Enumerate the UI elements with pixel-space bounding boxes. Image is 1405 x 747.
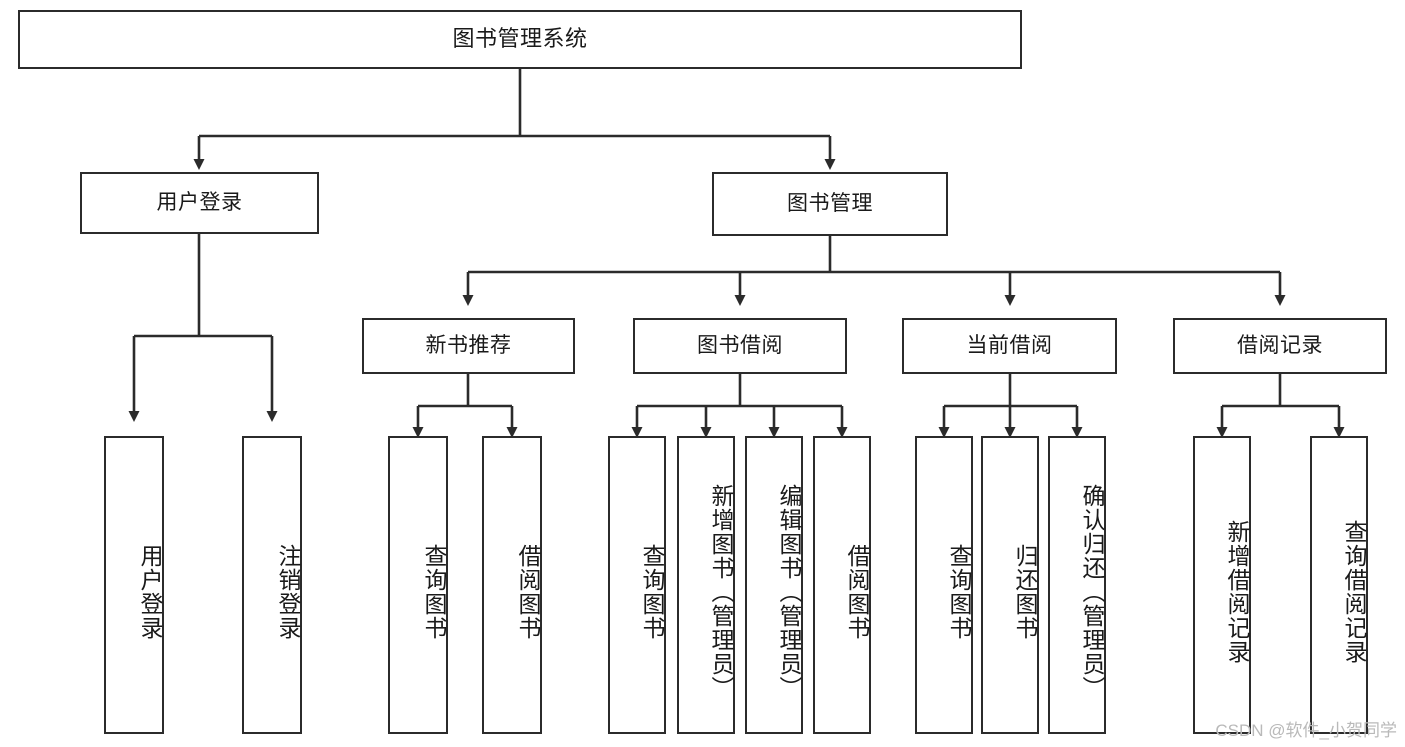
node-new-book-rec[interactable]: 新书推荐	[362, 318, 575, 374]
leaf-query-book-2-label: 查询图书	[639, 544, 665, 640]
leaf-query-book-1-label: 查询图书	[421, 544, 447, 640]
leaf-return-book-label: 归还图书	[1012, 544, 1038, 640]
node-book-manage[interactable]: 图书管理	[712, 172, 948, 236]
node-borrow-record-label: 借阅记录	[1237, 334, 1323, 358]
node-new-book-rec-label: 新书推荐	[425, 334, 512, 358]
csdn-watermark: CSDN @软件_小贺同学	[1215, 721, 1397, 740]
leaf-add-record-label: 新增借阅记录	[1224, 520, 1250, 664]
leaf-query-book-3-label: 查询图书	[946, 544, 972, 640]
leaf-borrow-book-1-label: 借阅图书	[515, 544, 541, 640]
node-root[interactable]: 图书管理系统	[18, 10, 1022, 69]
leaf-user-login-label: 用户登录	[137, 544, 163, 640]
leaf-borrow-book-1[interactable]: 借阅图书	[482, 436, 542, 734]
leaf-confirm-return-label: 确认归还（管理员）	[1079, 484, 1105, 700]
node-borrow-record[interactable]: 借阅记录	[1173, 318, 1387, 374]
leaf-logout-label: 注销登录	[275, 544, 301, 640]
leaf-query-book-3[interactable]: 查询图书	[915, 436, 973, 734]
leaf-user-login[interactable]: 用户登录	[104, 436, 164, 734]
leaf-borrow-book-2-label: 借阅图书	[844, 544, 870, 640]
leaf-logout[interactable]: 注销登录	[242, 436, 302, 734]
leaf-add-book-label: 新增图书（管理员）	[708, 484, 734, 700]
leaf-add-record[interactable]: 新增借阅记录	[1193, 436, 1251, 734]
leaf-return-book[interactable]: 归还图书	[981, 436, 1039, 734]
node-user-login[interactable]: 用户登录	[80, 172, 319, 234]
leaf-query-record-label: 查询借阅记录	[1341, 520, 1367, 664]
leaf-query-book-2[interactable]: 查询图书	[608, 436, 666, 734]
leaf-edit-book-label: 编辑图书（管理员）	[776, 484, 802, 700]
leaf-borrow-book-2[interactable]: 借阅图书	[813, 436, 871, 734]
node-book-borrow[interactable]: 图书借阅	[633, 318, 847, 374]
leaf-query-book-1[interactable]: 查询图书	[388, 436, 448, 734]
leaf-add-book[interactable]: 新增图书（管理员）	[677, 436, 735, 734]
node-book-borrow-label: 图书借阅	[697, 334, 783, 358]
node-user-login-label: 用户登录	[156, 191, 243, 215]
leaf-edit-book[interactable]: 编辑图书（管理员）	[745, 436, 803, 734]
node-current-borrow[interactable]: 当前借阅	[902, 318, 1117, 374]
leaf-query-record[interactable]: 查询借阅记录	[1310, 436, 1368, 734]
node-current-borrow-label: 当前借阅	[966, 334, 1053, 358]
node-book-manage-label: 图书管理	[787, 192, 873, 216]
node-root-label: 图书管理系统	[452, 26, 588, 52]
leaf-confirm-return[interactable]: 确认归还（管理员）	[1048, 436, 1106, 734]
